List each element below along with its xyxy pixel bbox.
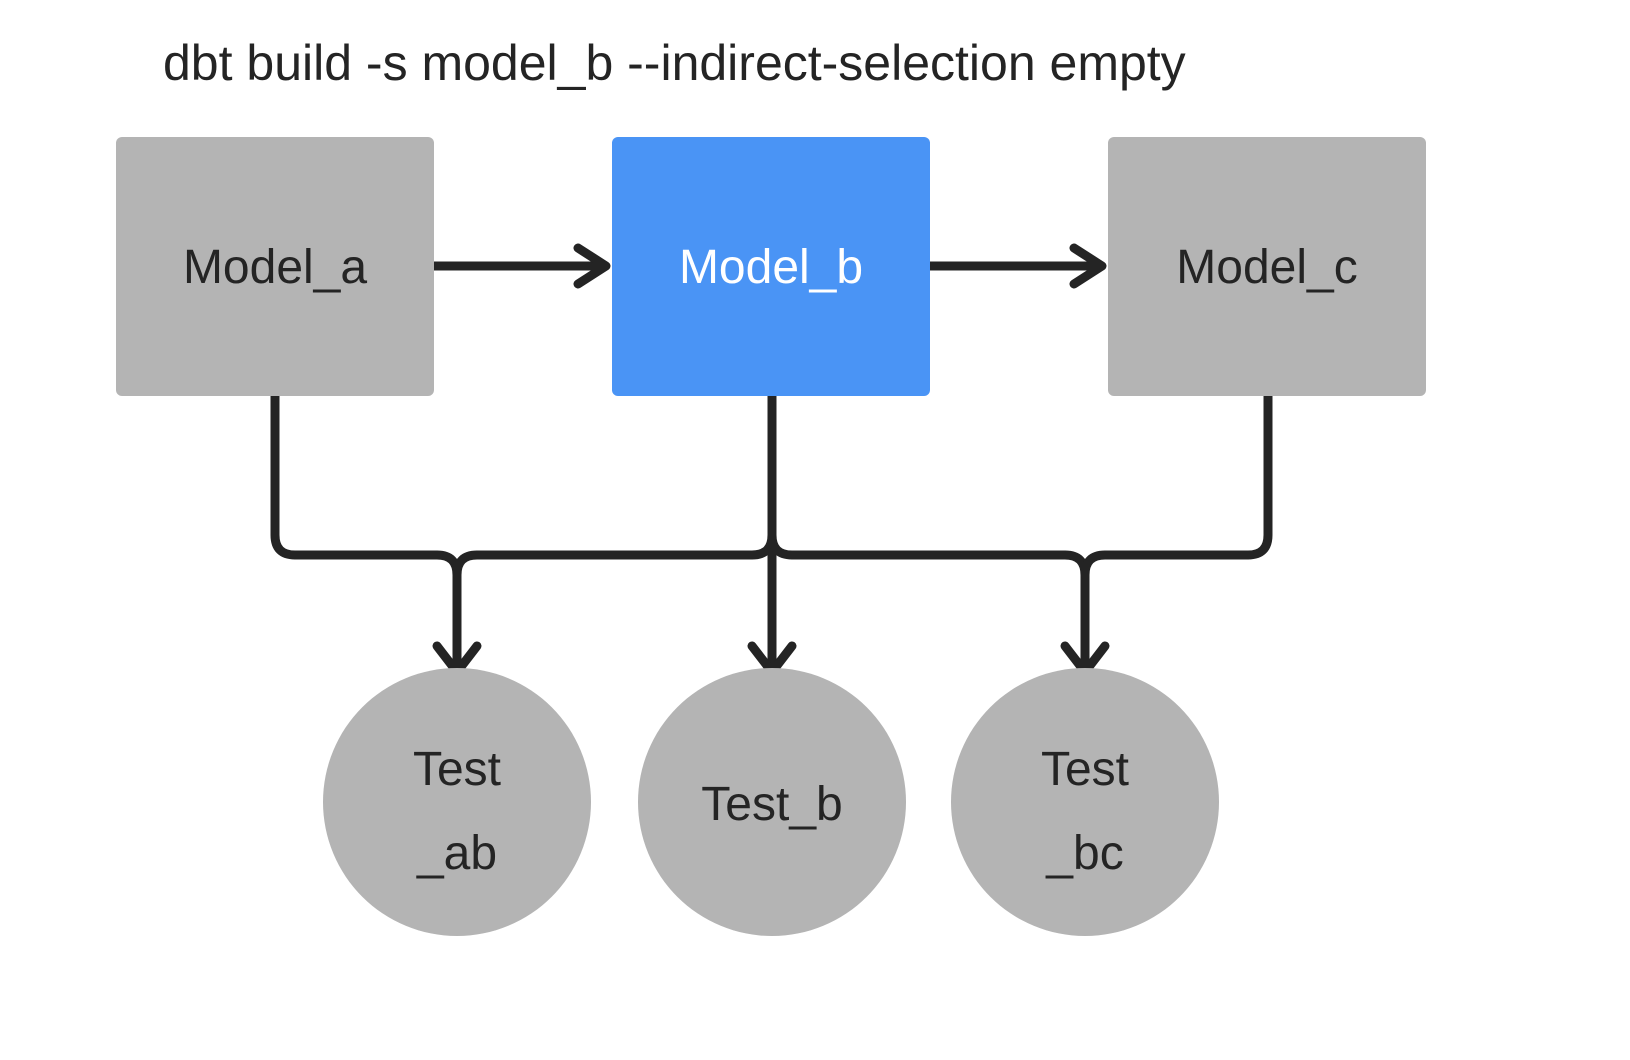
node-model-a-shape (116, 137, 434, 396)
edge-model-c-to-test-bc (1080, 391, 1273, 580)
node-model-b[interactable]: Model_b (612, 137, 930, 396)
node-test-ab-shape (323, 668, 591, 936)
node-model-a-label: Model_a (183, 241, 367, 294)
node-test-b-shape (638, 668, 906, 936)
node-test-bc[interactable]: Test _bc (951, 668, 1219, 936)
node-test-b-label-line1: Test_b (701, 778, 842, 831)
node-test-ab[interactable]: Test _ab (323, 668, 591, 936)
node-model-b-label: Model_b (679, 241, 863, 294)
node-model-b-shape (612, 137, 930, 396)
edge-model-b-to-test-bc (767, 391, 1110, 677)
edge-model-b-to-test-ab (452, 391, 777, 580)
node-test-bc-shape (951, 668, 1219, 936)
node-model-c-label: Model_c (1176, 241, 1357, 294)
node-test-b[interactable]: Test_b (638, 668, 906, 936)
node-model-c-shape (1108, 137, 1426, 396)
edge-model-b-to-model-c (925, 243, 1107, 289)
node-model-a[interactable]: Model_a (116, 137, 434, 396)
edge-model-a-to-test-ab (270, 391, 482, 677)
node-test-ab-label-line1: Test (413, 743, 501, 796)
diagram-title: dbt build -s model_b --indirect-selectio… (163, 35, 1186, 91)
node-model-c[interactable]: Model_c (1108, 137, 1426, 396)
node-test-bc-label-line2: _bc (1045, 827, 1123, 880)
node-test-bc-label-line1: Test (1041, 743, 1129, 796)
edge-model-a-to-model-b (429, 243, 611, 289)
node-test-ab-label-line2: _ab (416, 827, 497, 880)
